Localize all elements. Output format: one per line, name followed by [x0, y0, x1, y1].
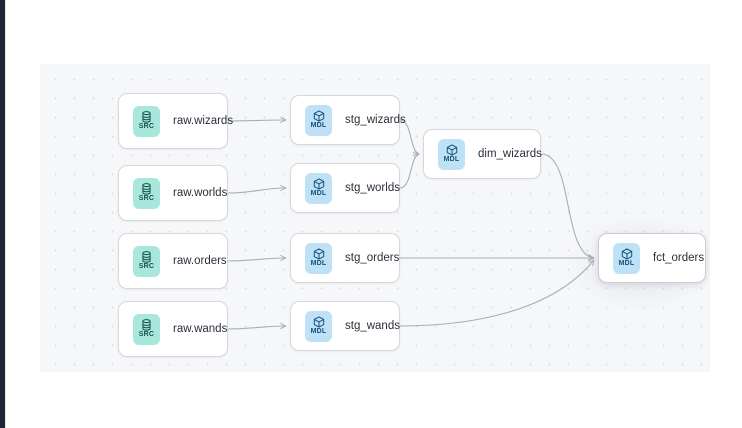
node-type-label: SRC [138, 123, 155, 130]
lineage-node-dim-wizards[interactable]: MDL dim_wizards [423, 129, 542, 179]
lineage-node-stg-wizards[interactable]: MDL stg_wizards [290, 95, 406, 145]
node-type-label: MDL [310, 260, 327, 267]
lineage-node-raw-worlds[interactable]: SRC raw.worlds [118, 165, 228, 221]
cube-icon [621, 248, 633, 260]
cube-icon [313, 178, 325, 190]
lineage-edge [540, 153, 595, 261]
lineage-edge [399, 152, 420, 189]
node-type-label: MDL [618, 260, 635, 267]
node-type-label: MDL [310, 122, 327, 129]
lineage-edge [227, 116, 287, 124]
node-label: raw.wands [173, 323, 228, 335]
lineage-node-raw-orders[interactable]: SRC raw.orders [118, 233, 228, 289]
node-type-badge: SRC [133, 105, 160, 137]
cube-icon [446, 144, 458, 156]
lineage-edge [227, 254, 287, 262]
lineage-node-stg-wands[interactable]: MDL stg_wands [290, 301, 400, 351]
lineage-edge [227, 322, 287, 330]
node-type-label: MDL [443, 156, 460, 163]
lineage-node-raw-wizards[interactable]: SRC raw.wizards [118, 93, 233, 149]
node-type-badge: MDL [305, 104, 332, 136]
node-type-label: SRC [138, 263, 155, 270]
sidebar-divider [5, 0, 6, 428]
node-type-label: MDL [310, 328, 327, 335]
lineage-edge [227, 184, 287, 194]
node-label: dim_wizards [478, 148, 542, 160]
node-label: fct_orders [653, 252, 705, 264]
node-type-label: SRC [138, 195, 155, 202]
node-type-badge: MDL [438, 138, 465, 170]
database-icon [141, 111, 152, 123]
node-type-badge: SRC [133, 177, 160, 209]
cube-icon [313, 248, 325, 260]
node-type-badge: MDL [613, 242, 640, 274]
node-type-label: MDL [310, 190, 327, 197]
lineage-node-stg-orders[interactable]: MDL stg_orders [290, 233, 400, 283]
lineage-node-raw-wands[interactable]: SRC raw.wands [118, 301, 228, 357]
cube-icon [313, 316, 325, 328]
node-type-badge: MDL [305, 310, 332, 342]
node-type-badge: MDL [305, 242, 332, 274]
cube-icon [313, 110, 325, 122]
node-type-badge: MDL [305, 172, 332, 204]
collapsed-sidebar-rail[interactable] [0, 0, 5, 428]
lineage-node-fct-orders[interactable]: MDL fct_orders [598, 233, 706, 283]
lineage-edge [399, 259, 595, 327]
node-label: raw.wizards [173, 115, 234, 127]
database-icon [141, 183, 152, 195]
lineage-node-stg-worlds[interactable]: MDL stg_worlds [290, 163, 400, 213]
node-label: stg_worlds [345, 182, 400, 194]
node-type-badge: SRC [133, 245, 160, 277]
node-label: stg_orders [345, 252, 400, 264]
node-type-label: SRC [138, 331, 155, 338]
node-type-badge: SRC [133, 313, 160, 345]
node-label: raw.worlds [173, 187, 228, 199]
node-label: stg_wizards [345, 114, 406, 126]
database-icon [141, 251, 152, 263]
node-label: raw.orders [173, 255, 227, 267]
node-label: stg_wands [345, 320, 400, 332]
database-icon [141, 319, 152, 331]
